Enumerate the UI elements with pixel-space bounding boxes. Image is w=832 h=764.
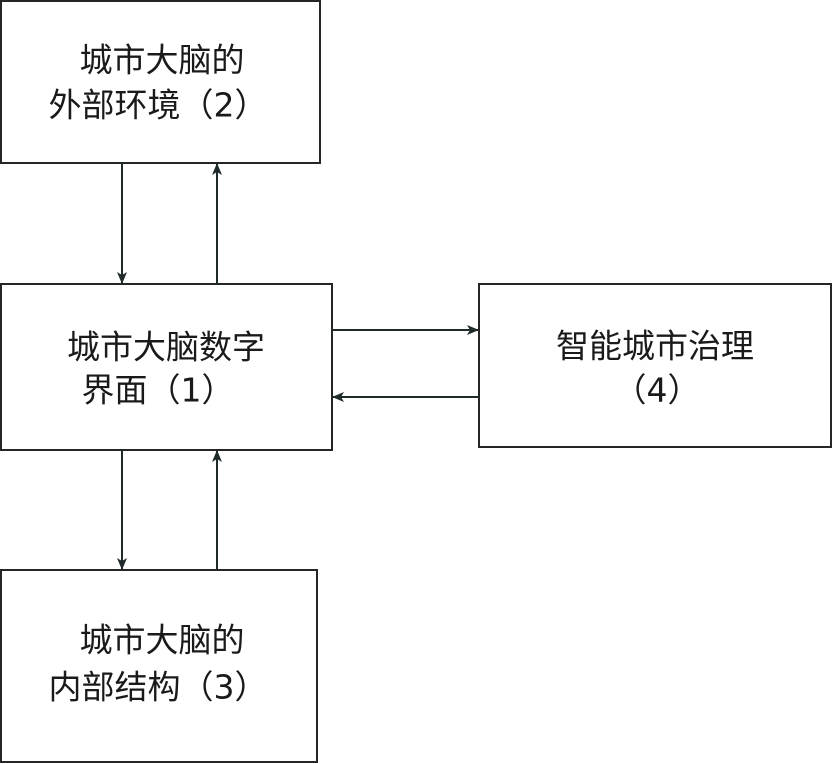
node-digital-interface: 城市大脑数字 界面（1） [0,283,333,451]
node-internal-line2: 内部结构（3） [49,668,268,707]
node-interface-line1: 城市大脑数字 [67,328,265,367]
node-governance-line2: （4） [614,371,701,410]
node-external-box [0,0,321,164]
node-internal-box [0,569,318,763]
node-interface-line2: 界面（1） [82,371,235,410]
node-external-line1: 城市大脑的 [80,41,245,80]
node-governance-box [478,283,832,448]
node-smart-governance: 智能城市治理 （4） [478,283,832,448]
node-internal-line1: 城市大脑的 [80,621,245,660]
node-interface-box [0,283,333,451]
node-internal-structure: 城市大脑的 内部结构（3） [0,569,318,763]
node-external-environment: 城市大脑的 外部环境（2） [0,0,321,164]
node-governance-line1: 智能城市治理 [556,327,754,366]
node-external-line2: 外部环境（2） [49,86,268,125]
